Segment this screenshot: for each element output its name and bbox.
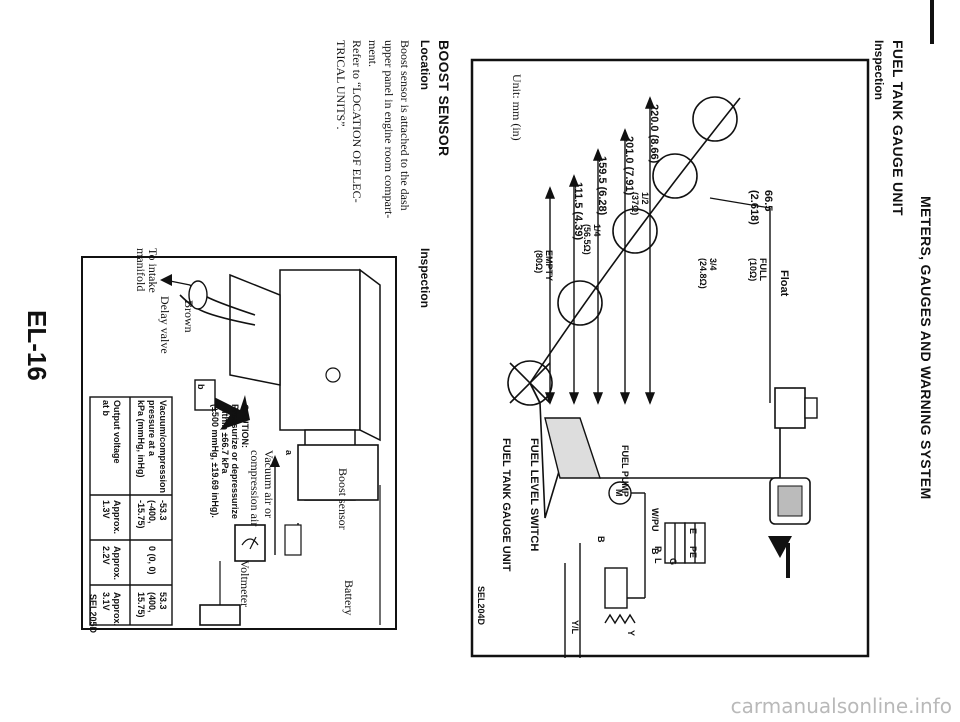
dim-159: 159.5 (6.28)	[596, 156, 608, 216]
dim-66-in: (2.618)	[748, 190, 760, 225]
table-r1c3-c: 15.75)	[136, 592, 146, 618]
table-row1-label-2: pressure at a	[147, 400, 157, 457]
compression-air-label: compression air	[248, 450, 262, 527]
table-row2-label-2: at b	[101, 400, 111, 417]
boost-sensor-label: Boost sensor	[336, 468, 350, 530]
pos-full-label: FULL	[758, 258, 768, 281]
connector-pin-p: P	[653, 546, 663, 552]
fuel-tank-gauge-unit-label: FUEL TANK GAUGE UNIT	[500, 438, 512, 572]
table-r2c3-a: Approx.	[112, 592, 122, 627]
boost-body-line-2: upper panel in engine room compart-	[382, 40, 396, 219]
voltmeter-label: Voltmeter	[238, 560, 252, 608]
manifold-label: manifold	[134, 248, 148, 292]
boost-diagram-code: SEL205D	[88, 594, 98, 634]
pin-a-label: a	[284, 450, 294, 456]
connector-pin-g: G	[668, 558, 678, 565]
pos-half-value: (37Ω)	[630, 192, 640, 216]
table-r1c1-c: -15.75)	[136, 500, 146, 529]
fuel-gauge-diagram: P L G E PE M	[470, 58, 870, 658]
pump-motor-symbol: M	[614, 489, 624, 497]
location-heading: Location	[418, 40, 432, 90]
connector-pin-l: L	[653, 558, 663, 564]
caution-line-4: (±500 mmHg, ±19.69 inHg).	[210, 404, 220, 518]
pos-full-value: (10Ω)	[748, 258, 758, 282]
vacuum-air-label: Vacuum air or	[262, 450, 276, 518]
pos-empty-label: EMPTY	[544, 250, 554, 282]
wire-b-2: B	[596, 536, 606, 543]
boost-body-line-1: Boost sensor is attached to the dash	[398, 40, 412, 211]
caution-line-3: within ±66.7 kPa	[220, 404, 230, 474]
wire-y-l: Y/L	[570, 620, 580, 635]
boost-body-line-3: ment.	[366, 40, 380, 67]
table-r1c1-b: (-400,	[147, 500, 157, 524]
table-row1-label-3: kPa (mmHg, inHg)	[136, 400, 146, 478]
dim-220: 220.0 (8.66)	[648, 104, 660, 164]
pos-empty-value: (80Ω)	[534, 250, 544, 274]
table-r2c1-b: 1.3V	[101, 500, 111, 519]
float-label: Float	[778, 270, 790, 297]
connector-pin-e: E	[688, 528, 698, 534]
fuel-level-switch-label: FUEL LEVEL SWITCH	[528, 438, 540, 552]
pos-3q-value: (24.8Ω)	[698, 258, 708, 289]
fuel-diagram-frame	[470, 58, 870, 658]
pos-half-label: 1/2	[640, 192, 650, 205]
table-r1c3-b: (400,	[147, 592, 157, 613]
wire-b-1: B	[650, 548, 660, 555]
pin-b-label: b	[196, 384, 206, 390]
wire-y: Y	[626, 630, 636, 637]
header-rule	[930, 0, 934, 44]
dim-66: 66.5	[762, 190, 774, 212]
brown-hose-label: Brown	[182, 300, 196, 333]
page-header-title: METERS, GAUGES AND WARNING SYSTEM	[918, 196, 934, 500]
delay-valve-label: Delay valve	[158, 296, 172, 354]
subsection-title: Inspection	[872, 40, 886, 101]
watermark: carmanualsonline.info	[730, 694, 952, 718]
pos-quarter-value: (56.5Ω)	[582, 224, 592, 255]
pos-3q-label: 3/4	[708, 258, 718, 271]
table-r2c1-a: Approx.	[112, 500, 122, 535]
unit-label: Unit: mm (in)	[510, 74, 524, 141]
table-row1-label-1: Vacuum/compression	[158, 400, 168, 494]
table-r1c3-a: 53.3	[158, 592, 168, 610]
wire-w-pu: W/PU	[650, 508, 660, 532]
fuel-diagram-code: SEL204D	[476, 586, 486, 626]
boost-body-line-4: Refer to “LOCATION OF ELEC-	[350, 40, 364, 203]
table-r2c2-b: 2.2V	[101, 546, 111, 565]
boost-body-line-5: TRICAL UNITS”.	[334, 40, 348, 130]
boost-sensor-diagram	[81, 256, 397, 630]
connector-pin-pe: PE	[688, 546, 698, 558]
page-number: EL-16	[22, 310, 52, 381]
caution-line-1: CAUTION:	[240, 404, 250, 448]
caution-line-2: Pressurize or depressurize	[230, 404, 240, 520]
table-r1c1-a: -53.3	[158, 500, 168, 521]
dim-201: 201.0 (7.91)	[623, 136, 635, 196]
pos-quarter-label: 1/4	[592, 224, 602, 237]
inspection-heading: Inspection	[418, 248, 432, 309]
table-row2-label-1: Output voltage	[112, 400, 122, 464]
section-title: FUEL TANK GAUGE UNIT	[890, 40, 906, 216]
boost-diagram-frame	[81, 256, 397, 630]
table-r2c2-a: Approx.	[112, 546, 122, 581]
table-r2c3-b: 3.1V	[101, 592, 111, 611]
battery-label: Battery	[342, 580, 356, 616]
table-r1c2: 0 (0, 0)	[147, 546, 157, 575]
fuel-pump-label: FUEL PUMP	[620, 445, 630, 497]
boost-sensor-title: BOOST SENSOR	[436, 40, 452, 157]
